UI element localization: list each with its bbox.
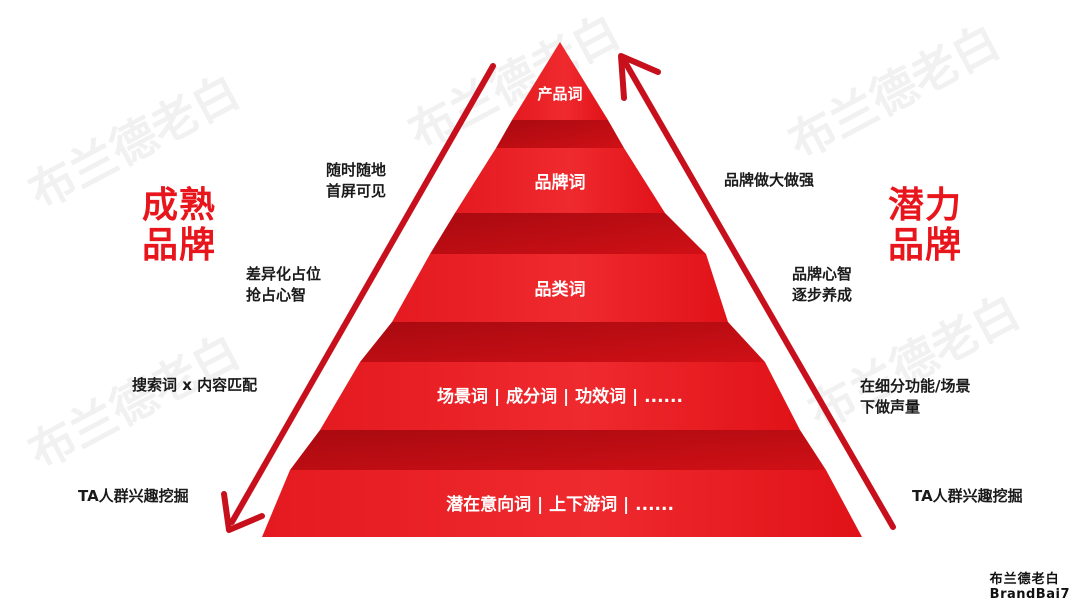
- ribbon-2: [430, 213, 706, 254]
- right-note-4: TA人群兴趣挖掘: [912, 487, 1023, 505]
- tier-5-shape: [262, 470, 862, 537]
- tier-3-shape: [392, 254, 728, 322]
- left-title: 成熟 品牌: [142, 185, 217, 266]
- ribbon-4: [290, 430, 826, 470]
- right-title: 潜力 品牌: [888, 185, 963, 266]
- left-note-2: 差异化占位 抢占心智: [246, 265, 322, 304]
- arrow-down-left-icon: [221, 63, 496, 533]
- watermark-text-3: 布兰德老白: [780, 14, 1008, 170]
- watermark-text-4: 布兰德老白: [20, 324, 248, 480]
- tier-4-label: 场景词 | 成分词 | 功效词 | ......: [437, 386, 683, 407]
- left-note-1: 随时随地 首屏可见: [326, 161, 387, 200]
- tier-5-label: 潜在意向词 | 上下游词 | ......: [446, 494, 674, 515]
- tier-3-label: 品类词: [535, 279, 586, 300]
- ribbon-1: [496, 120, 624, 148]
- brand-logo: 布兰德老白 BrandBai7: [990, 572, 1070, 602]
- logo-line-1: 布兰德老白: [989, 572, 1060, 587]
- tier-1-label: 产品词: [537, 85, 582, 103]
- right-note-3: 在细分功能/场景 下做声量: [860, 377, 971, 416]
- left-note-4: TA人群兴趣挖掘: [78, 487, 189, 505]
- ribbon-3: [360, 322, 765, 362]
- tier-1-shape: [512, 42, 608, 120]
- tier-2-label: 品牌词: [535, 172, 586, 193]
- right-note-2: 品牌心智 逐步养成: [792, 265, 853, 304]
- tier-2-shape: [455, 148, 665, 213]
- logo-line-2: BrandBai7: [989, 587, 1070, 602]
- right-note-1: 品牌做大做强: [724, 171, 815, 189]
- tier-4-shape: [320, 362, 800, 430]
- arrow-up-right-icon: [618, 53, 896, 530]
- left-note-3: 搜索词 x 内容匹配: [132, 376, 258, 394]
